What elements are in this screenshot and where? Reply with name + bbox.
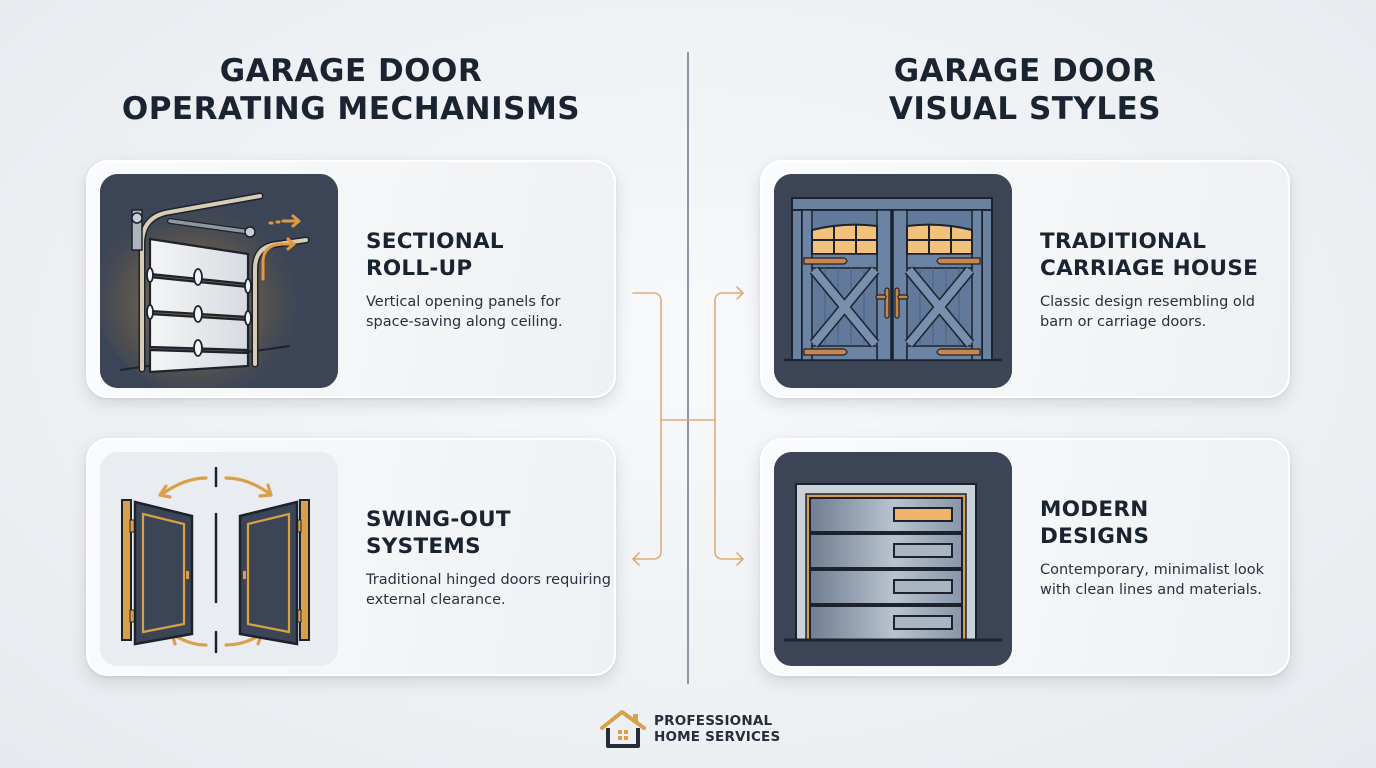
styles-section-title: GARAGE DOOR VISUAL STYLES bbox=[730, 52, 1320, 128]
card-description: Classic design resembling old barn or ca… bbox=[1040, 294, 1256, 330]
connector-arrows-icon bbox=[632, 286, 744, 566]
card-heading: MODERN DESIGNS bbox=[1040, 496, 1285, 550]
carriage-house-text: TRADITIONAL CARRIAGE HOUSE Classic desig… bbox=[1040, 228, 1285, 332]
card-heading: SWING-OUT SYSTEMS bbox=[366, 506, 611, 560]
house-icon bbox=[600, 710, 646, 748]
card-description: Contemporary, minimalist look with clean… bbox=[1040, 562, 1265, 598]
carriage-house-door-icon bbox=[774, 174, 1012, 388]
brand-logo: PROFESSIONAL HOME SERVICES bbox=[598, 708, 798, 750]
heading-line1: MODERN bbox=[1040, 497, 1149, 522]
mechanisms-title-line2: OPERATING MECHANISMS bbox=[121, 91, 581, 127]
brand-line2: HOME SERVICES bbox=[654, 729, 781, 745]
swing-out-text: SWING-OUT SYSTEMS Traditional hinged doo… bbox=[366, 506, 611, 610]
sectional-roll-up-text: SECTIONAL ROLL-UP Vertical opening panel… bbox=[366, 228, 611, 332]
styles-title-line1: GARAGE DOOR bbox=[893, 53, 1157, 89]
heading-line1: TRADITIONAL bbox=[1040, 229, 1207, 254]
modern-garage-door-icon bbox=[774, 452, 1012, 666]
heading-line2: CARRIAGE HOUSE bbox=[1040, 256, 1259, 281]
mechanisms-title-line1: GARAGE DOOR bbox=[219, 53, 483, 89]
card-heading: TRADITIONAL CARRIAGE HOUSE bbox=[1040, 228, 1285, 282]
heading-line1: SECTIONAL bbox=[366, 229, 504, 254]
swing-out-door-icon bbox=[100, 452, 338, 666]
heading-line2: ROLL-UP bbox=[366, 256, 473, 281]
modern-designs-text: MODERN DESIGNS Contemporary, minimalist … bbox=[1040, 496, 1285, 600]
mechanisms-section-title: GARAGE DOOR OPERATING MECHANISMS bbox=[60, 52, 642, 128]
heading-line2: SYSTEMS bbox=[366, 534, 481, 559]
heading-line1: SWING-OUT bbox=[366, 507, 511, 532]
brand-line1: PROFESSIONAL bbox=[654, 713, 773, 729]
card-sectional-roll-up: SECTIONAL ROLL-UP Vertical opening panel… bbox=[86, 160, 616, 398]
card-heading: SECTIONAL ROLL-UP bbox=[366, 228, 611, 282]
brand-name: PROFESSIONAL HOME SERVICES bbox=[654, 713, 780, 745]
center-divider bbox=[687, 52, 689, 684]
card-swing-out-systems: SWING-OUT SYSTEMS Traditional hinged doo… bbox=[86, 438, 616, 676]
card-modern-designs: MODERN DESIGNS Contemporary, minimalist … bbox=[760, 438, 1290, 676]
card-description: Traditional hinged doors requiring exter… bbox=[366, 572, 611, 608]
sectional-roll-up-door-icon bbox=[100, 174, 338, 388]
card-description: Vertical opening panels for space-saving… bbox=[366, 294, 563, 330]
heading-line2: DESIGNS bbox=[1040, 524, 1150, 549]
styles-title-line2: VISUAL STYLES bbox=[888, 91, 1162, 127]
card-traditional-carriage-house: TRADITIONAL CARRIAGE HOUSE Classic desig… bbox=[760, 160, 1290, 398]
